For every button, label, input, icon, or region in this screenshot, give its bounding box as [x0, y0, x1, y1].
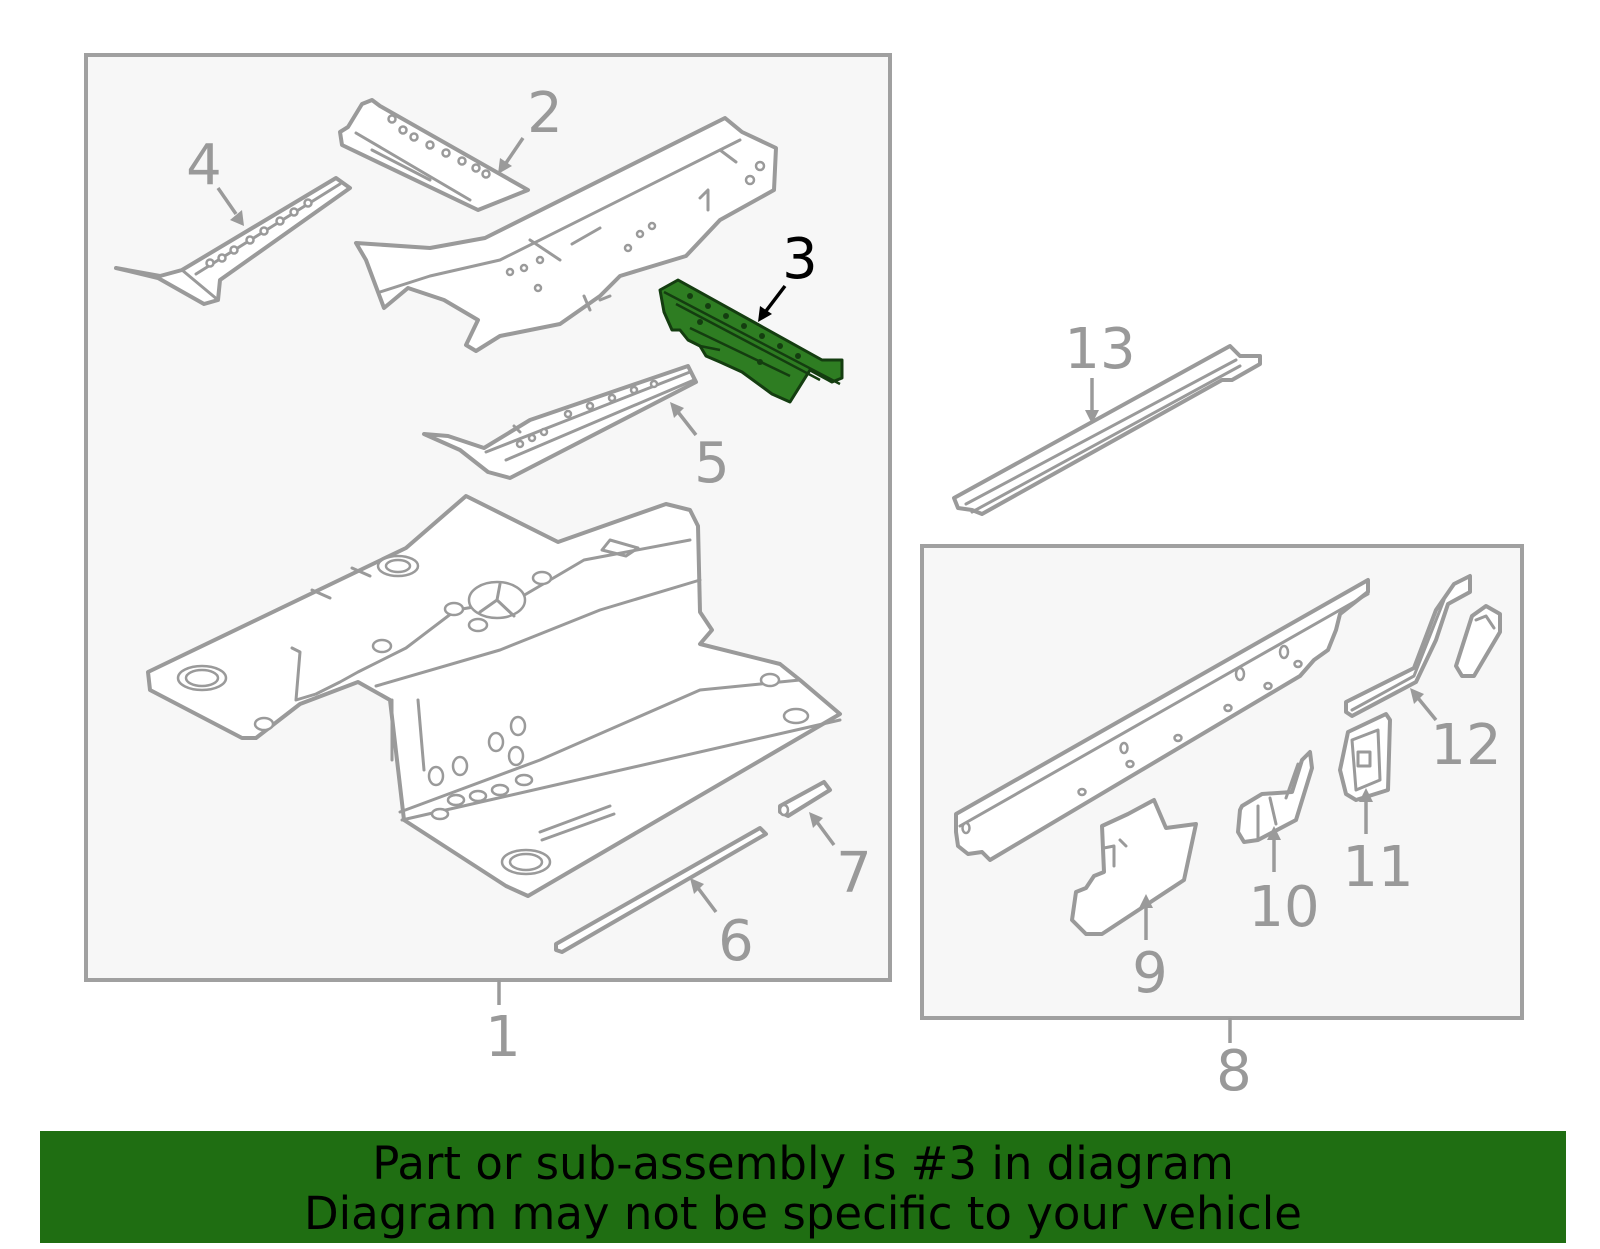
- arrow-2: [498, 137, 525, 174]
- arrow-4: [216, 187, 244, 226]
- banner-line-2: Diagram may not be specific to your vehi…: [304, 1187, 1302, 1240]
- arrow-10: [1267, 826, 1281, 872]
- part-9[interactable]: [1070, 798, 1198, 936]
- callout-2[interactable]: 2: [527, 81, 563, 146]
- arrow-13: [1085, 378, 1099, 424]
- callout-3[interactable]: 3: [782, 227, 818, 292]
- arrow-3: [758, 284, 787, 322]
- part-3-highlighted[interactable]: [658, 278, 844, 404]
- part-2[interactable]: [338, 98, 530, 212]
- arrow-9: [1139, 894, 1153, 940]
- part-4[interactable]: [114, 176, 352, 306]
- arrow-5: [670, 402, 698, 437]
- callout-7[interactable]: 7: [836, 841, 872, 906]
- callout-12[interactable]: 12: [1430, 713, 1501, 778]
- part-5[interactable]: [422, 364, 698, 480]
- callout-4[interactable]: 4: [186, 133, 222, 198]
- part-6[interactable]: [554, 826, 768, 954]
- callout-13[interactable]: 13: [1064, 317, 1135, 382]
- callout-11[interactable]: 11: [1342, 835, 1413, 900]
- floor-pan[interactable]: [146, 494, 842, 898]
- part-12[interactable]: [1344, 574, 1502, 718]
- callout-1[interactable]: 1: [485, 1005, 521, 1070]
- tunnel-reinforcement[interactable]: [354, 116, 778, 353]
- arrow-11: [1359, 788, 1373, 834]
- callout-5[interactable]: 5: [694, 431, 730, 496]
- callout-8[interactable]: 8: [1216, 1039, 1252, 1104]
- info-banner: Part or sub-assembly is #3 in diagram Di…: [40, 1131, 1566, 1243]
- part-10[interactable]: [1236, 750, 1314, 844]
- callout-6[interactable]: 6: [718, 909, 754, 974]
- banner-line-1: Part or sub-assembly is #3 in diagram: [372, 1137, 1234, 1190]
- callout-9[interactable]: 9: [1132, 941, 1168, 1006]
- arrow-12: [1410, 688, 1438, 722]
- arrow-6: [690, 878, 718, 914]
- part-7[interactable]: [778, 780, 832, 818]
- part-8-rail[interactable]: [954, 578, 1370, 862]
- part-11[interactable]: [1338, 712, 1392, 802]
- arrow-7: [809, 812, 836, 847]
- callout-10[interactable]: 10: [1248, 875, 1319, 940]
- part-13[interactable]: [952, 344, 1262, 516]
